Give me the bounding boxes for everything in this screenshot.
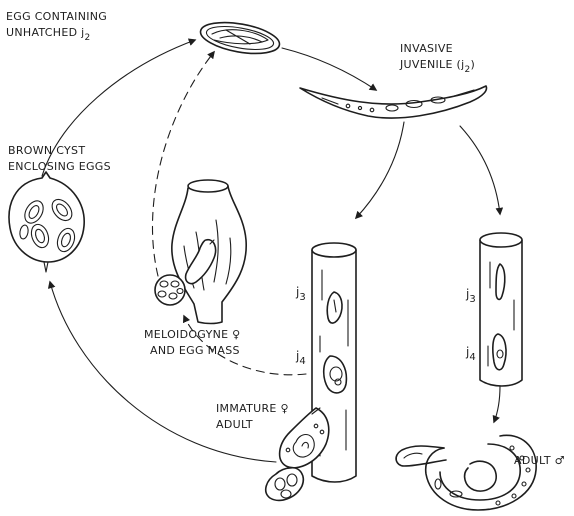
label-meloidogyne-line2: AND EGG MASS xyxy=(150,344,240,357)
arrow-immature-to-cyst xyxy=(50,282,276,462)
label-egg-line2-main: UNHATCHED j xyxy=(6,26,85,39)
root-gall-illustration xyxy=(155,180,246,324)
label-center-j4-sub: 4 xyxy=(299,356,305,367)
label-center-j3-sub: 3 xyxy=(299,292,305,303)
label-center-j3: j3 xyxy=(295,285,306,303)
brown-cyst-illustration xyxy=(9,172,84,272)
invasive-juvenile-illustration xyxy=(300,86,486,118)
immature-female-illustration xyxy=(266,408,329,500)
arrow-juvenile-to-center-root xyxy=(356,122,404,218)
label-immature-line1: IMMATURE ♀ xyxy=(216,402,289,415)
label-cyst-line2: ENCLOSING EGGS xyxy=(8,160,111,173)
arrow-juvenile-to-right-root xyxy=(460,126,500,214)
label-egg-line2: UNHATCHED j2 xyxy=(6,26,91,43)
label-cyst-line1: BROWN CYST xyxy=(8,144,85,157)
label-egg-subscript: 2 xyxy=(85,33,91,43)
label-invasive-line1: INVASIVE xyxy=(400,42,453,55)
arrow-egg-to-juvenile xyxy=(282,48,376,90)
egg-illustration xyxy=(198,17,282,58)
label-immature-line2: ADULT xyxy=(216,418,253,431)
label-egg-line1: EGG CONTAINING xyxy=(6,10,107,23)
adult-male-illustration xyxy=(396,435,536,510)
label-invasive-line2-main: JUVENILE (j xyxy=(399,58,464,71)
label-invasive-close: ) xyxy=(471,58,476,71)
arrow-right-root-to-adult-male xyxy=(494,386,500,422)
label-right-j3-sub: 3 xyxy=(469,294,475,305)
label-right-j4: j4 xyxy=(465,345,476,363)
label-meloidogyne-line1: MELOIDOGYNE ♀ xyxy=(144,328,241,341)
label-adult-male: ADULT ♂ xyxy=(514,454,565,467)
label-center-j4: j4 xyxy=(295,349,306,367)
label-right-j3: j3 xyxy=(465,287,476,305)
label-right-j4-sub: 4 xyxy=(469,352,475,363)
right-root-illustration xyxy=(480,233,522,386)
label-invasive-line2: JUVENILE (j2) xyxy=(399,58,475,75)
